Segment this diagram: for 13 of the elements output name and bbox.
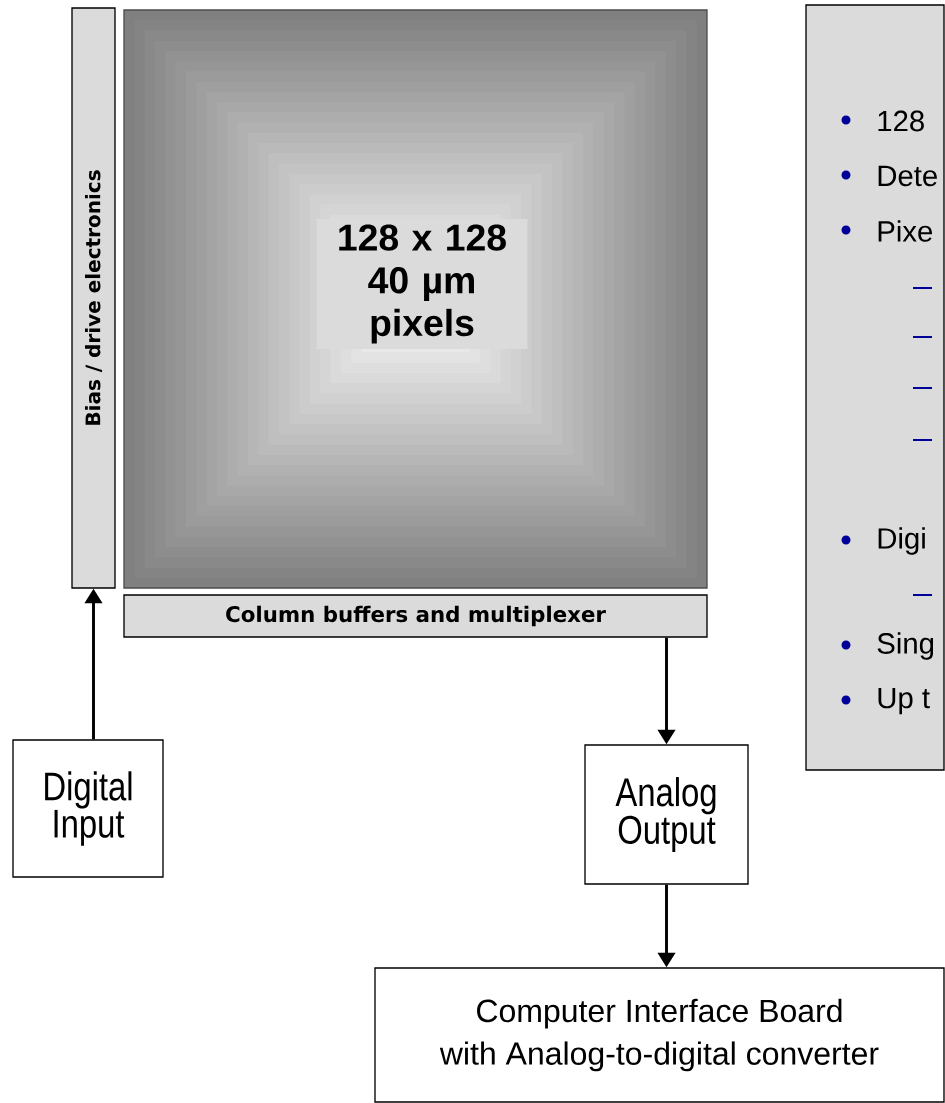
list-item: Dete xyxy=(878,165,937,187)
pixel-array: 128 x 128 40 µm pixels xyxy=(123,9,708,589)
list-item: Digi xyxy=(878,527,925,555)
list-item: Sing xyxy=(877,632,934,660)
list-item: Up t xyxy=(878,687,930,715)
electronics-bar: Bias / drive electronics xyxy=(71,7,116,589)
input-box: Digital Input xyxy=(12,739,164,878)
multiplexer-bar: Column buffers and multiplexer xyxy=(123,594,708,638)
list-item: 128 xyxy=(878,110,924,132)
output-box: Analog Output xyxy=(584,744,749,885)
info-panel xyxy=(805,4,945,771)
interface-board-box: Computer Interface Board with Analog-to-digital converter xyxy=(374,967,945,1103)
list-item: Pixe xyxy=(878,220,932,242)
